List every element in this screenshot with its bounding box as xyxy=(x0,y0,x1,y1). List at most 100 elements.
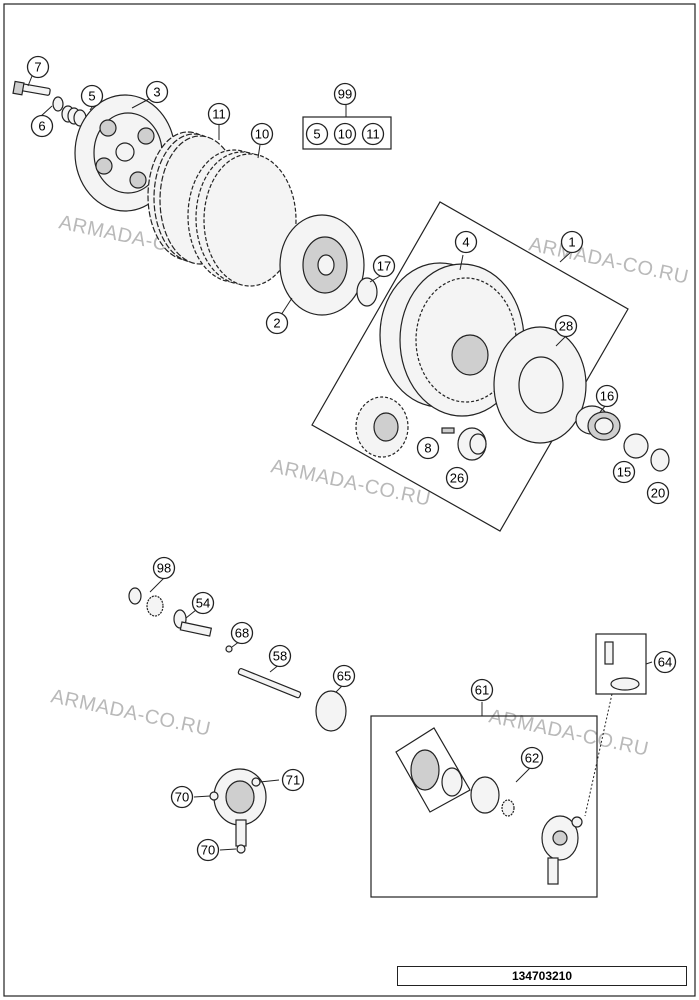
callout-number: 62 xyxy=(525,751,539,766)
callout-c1: 1 xyxy=(560,230,584,254)
callout-c54: 54 xyxy=(191,591,215,615)
callout-number: 4 xyxy=(462,235,469,250)
pin-part xyxy=(441,427,455,434)
callout-c3: 3 xyxy=(145,80,169,104)
callout-number: 6 xyxy=(38,119,45,134)
callout-number: 71 xyxy=(286,773,300,788)
callout-c6: 6 xyxy=(30,114,54,138)
callout-number: 7 xyxy=(34,60,41,75)
callout-c20: 20 xyxy=(646,481,670,505)
callout-number: 10 xyxy=(338,127,352,142)
callout-circle xyxy=(653,650,677,674)
callout-number: 15 xyxy=(617,465,631,480)
washer-part xyxy=(128,587,142,605)
callout-number: 11 xyxy=(212,107,226,122)
callout-c65: 65 xyxy=(332,664,356,688)
callout-c15: 15 xyxy=(612,460,636,484)
callout-number: 98 xyxy=(157,561,171,576)
watermark: ARMADA-CO.RU xyxy=(527,233,691,288)
callout-circle xyxy=(265,311,289,335)
damper-disc-part xyxy=(493,326,587,444)
callout-number: 1 xyxy=(568,235,575,250)
callout-number: 99 xyxy=(338,87,352,102)
callout-number: 5 xyxy=(88,89,95,104)
callout-c98: 98 xyxy=(152,556,176,580)
callout-c5b: 5 xyxy=(305,122,329,146)
callout-number: 16 xyxy=(600,389,614,404)
callout-number: 64 xyxy=(658,655,672,670)
callout-number: 3 xyxy=(153,85,160,100)
callout-number: 10 xyxy=(255,127,269,142)
callout-number: 58 xyxy=(273,649,287,664)
callout-c58: 58 xyxy=(268,644,292,668)
watermark: ARMADA-CO.RU xyxy=(269,455,433,510)
pressure-pin-part xyxy=(173,609,213,637)
callout-circle xyxy=(333,122,357,146)
callout-circle xyxy=(170,785,194,809)
piston-kit-part xyxy=(395,727,515,817)
callout-c61: 61 xyxy=(470,678,494,702)
callout-c70b: 70 xyxy=(196,838,220,862)
callout-circle xyxy=(333,82,357,106)
callout-circle xyxy=(305,122,329,146)
clutch-basket-part xyxy=(379,262,525,417)
callout-number: 11 xyxy=(366,127,380,142)
callout-c17: 17 xyxy=(372,254,396,278)
callout-circle xyxy=(612,460,636,484)
callout-circle xyxy=(207,102,231,126)
inner-hub-part xyxy=(279,214,365,316)
bolt-part xyxy=(12,80,51,96)
callout-number: 68 xyxy=(235,626,249,641)
callout-c16: 16 xyxy=(595,384,619,408)
callout-circle xyxy=(268,644,292,668)
callout-c11b: 11 xyxy=(361,122,385,146)
callout-c70: 70 xyxy=(170,785,194,809)
callout-number: 26 xyxy=(450,471,464,486)
callout-circle xyxy=(372,254,396,278)
slave-cylinder-housing-part xyxy=(541,815,583,885)
callout-circle xyxy=(361,122,385,146)
lock-washer-part xyxy=(146,595,164,617)
callout-circle xyxy=(470,678,494,702)
document-number: 134703210 xyxy=(397,966,687,986)
steel-disc-stack-part xyxy=(187,149,297,287)
callout-circle xyxy=(145,80,169,104)
washer-part xyxy=(52,96,64,112)
callout-circle xyxy=(191,591,215,615)
callout-circle xyxy=(250,122,274,146)
callout-number: 5 xyxy=(313,127,320,142)
callout-c99: 99 xyxy=(333,82,357,106)
callout-circle xyxy=(595,384,619,408)
callout-circle xyxy=(560,230,584,254)
callout-number: 65 xyxy=(337,669,351,684)
bleeder-valve-part xyxy=(604,641,640,691)
callout-circle xyxy=(152,556,176,580)
slave-cylinder-kit-box xyxy=(370,715,598,898)
callout-number: 54 xyxy=(196,596,210,611)
callout-number: 61 xyxy=(475,683,489,698)
washer-part xyxy=(650,448,670,472)
callout-number: 8 xyxy=(424,441,431,456)
callout-circle xyxy=(646,481,670,505)
callout-c68: 68 xyxy=(230,621,254,645)
callout-number: 2 xyxy=(273,316,280,331)
callout-circle xyxy=(416,436,440,460)
callout-circle xyxy=(26,55,50,79)
bushing-part xyxy=(457,427,487,461)
primary-gear-part xyxy=(355,396,409,458)
callout-circle xyxy=(554,314,578,338)
callout-c2: 2 xyxy=(265,311,289,335)
callout-c4: 4 xyxy=(454,230,478,254)
callout-c8: 8 xyxy=(416,436,440,460)
callout-circle xyxy=(520,746,544,770)
callout-number: 28 xyxy=(559,319,573,334)
callout-c10: 10 xyxy=(250,122,274,146)
callout-circle xyxy=(80,84,104,108)
callout-circle xyxy=(281,768,305,792)
callout-circle xyxy=(445,466,469,490)
callout-c64: 64 xyxy=(653,650,677,674)
kit-box xyxy=(302,116,392,150)
callout-c5: 5 xyxy=(80,84,104,108)
callout-circle xyxy=(332,664,356,688)
clutch-basket-frame xyxy=(311,201,629,532)
